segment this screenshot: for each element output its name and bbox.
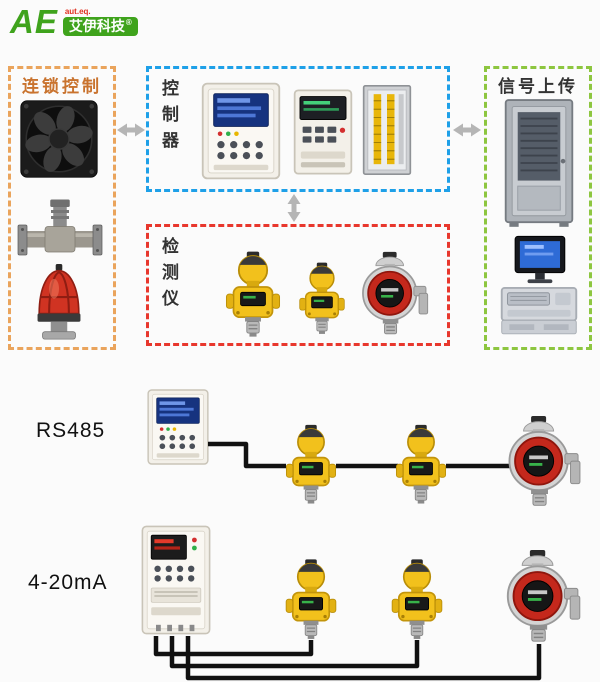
brand-name: 艾伊科技 [68, 17, 125, 34]
current-loop-cables [153, 636, 542, 681]
detector-title: 检测仪 [159, 237, 178, 315]
brand-name-badge: 艾伊科技® [62, 16, 138, 37]
current-loop-detector-yellow-icon [285, 558, 337, 640]
controller-box: 控制器 [146, 66, 450, 192]
interlock-control-box: 连锁控制 [8, 66, 116, 350]
arrow-controller-upload [453, 123, 481, 137]
current-loop-controller-icon [141, 525, 211, 635]
alarm-beacon-icon [36, 262, 82, 341]
rs485-detector-red-icon [508, 416, 581, 507]
gas-alarm-controller-icon [201, 82, 281, 180]
rs485-controller-icon [147, 389, 209, 465]
rs485-bus-cables [208, 441, 512, 469]
gas-detector-yellow-icon [225, 250, 281, 338]
arrow-interlock-controller [117, 123, 145, 137]
detector-box: 检测仪 [146, 224, 450, 346]
arrow-controller-detector [287, 194, 301, 222]
industrial-workstation-icon [500, 235, 578, 335]
server-cabinet-icon [504, 99, 574, 228]
signal-upload-box: 信号上传 [484, 66, 592, 350]
brand-tagline: aut.eq. [64, 6, 91, 16]
rs485-detector-yellow-icon [285, 424, 337, 505]
exhaust-fan-icon [20, 100, 98, 178]
terminal-cabinet-icon [362, 84, 412, 176]
current-loop-detector-yellow-icon [391, 558, 443, 640]
brand-monogram: AE [10, 3, 58, 40]
solenoid-valve-icon [17, 199, 103, 256]
gas-detector-red-icon [362, 250, 429, 335]
current-loop-label: 4-20mA [28, 571, 108, 594]
current-loop-detector-red-icon [506, 550, 581, 643]
rs485-detector-yellow-icon [395, 424, 447, 505]
rs485-label: RS485 [36, 419, 106, 442]
controller-title: 控制器 [159, 79, 178, 157]
interlock-control-title: 连锁控制 [22, 77, 102, 96]
registered-mark: ® [125, 18, 132, 28]
signal-upload-title: 信号上传 [498, 77, 578, 96]
gas-detector-yellow-icon [298, 261, 346, 335]
brand-logo: AE aut.eq. 艾伊科技® [10, 3, 138, 40]
compact-controller-icon [293, 89, 353, 175]
